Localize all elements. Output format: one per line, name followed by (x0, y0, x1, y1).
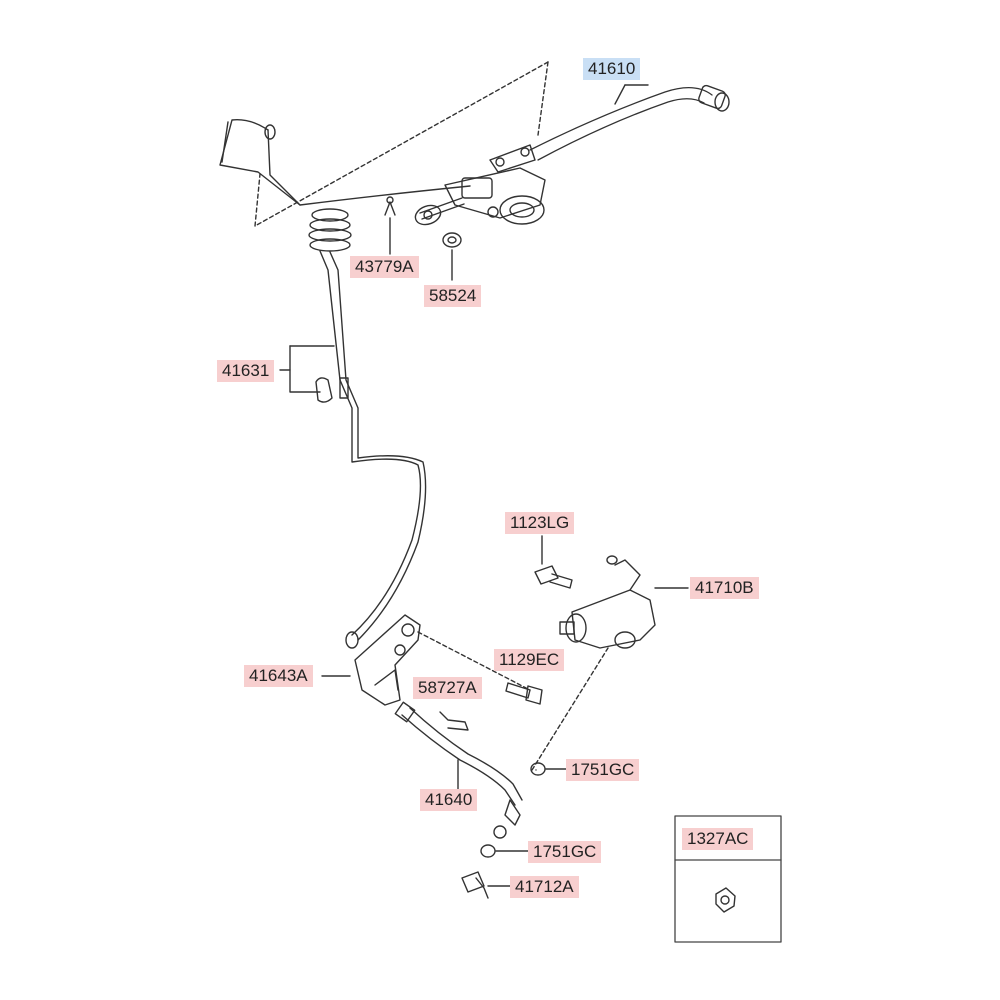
part-label-1751GC-lower[interactable]: 1751GC (528, 841, 602, 863)
bolt-1123LG (534, 535, 573, 589)
bolt-1129EC (417, 631, 543, 705)
master-cylinder (414, 144, 546, 226)
part-label-43779A[interactable]: 43779A (350, 256, 419, 278)
part-label-1123LG[interactable]: 1123LG (505, 512, 575, 534)
reservoir-hose (529, 84, 730, 161)
clip-58727A (439, 711, 469, 731)
clip-43779A (384, 196, 396, 255)
washer-58524 (442, 232, 462, 281)
part-label-41643A[interactable]: 41643A (244, 665, 313, 687)
release-cylinder (559, 555, 689, 649)
washer-1751GC-upper (530, 762, 567, 776)
part-label-58727A[interactable]: 58727A (413, 677, 482, 699)
part-label-1327AC[interactable]: 1327AC (682, 828, 754, 850)
part-label-41640[interactable]: 41640 (420, 789, 478, 811)
leader-lines (279, 345, 537, 771)
inset-box (674, 815, 782, 943)
clutch-hose-lower (394, 647, 609, 839)
pipe-clip (315, 377, 333, 403)
part-label-41710B[interactable]: 41710B (690, 577, 759, 599)
part-label-58524[interactable]: 58524 (424, 285, 482, 307)
assembly-outline (254, 61, 549, 227)
part-label-1751GC-upper[interactable]: 1751GC (566, 759, 640, 781)
part-label-41631[interactable]: 41631 (217, 360, 275, 382)
part-label-41712A[interactable]: 41712A (510, 876, 579, 898)
bolt-41712A (461, 871, 515, 899)
part-label-1129EC[interactable]: 1129EC (494, 649, 565, 671)
part-label-41610[interactable]: 41610 (583, 58, 641, 80)
clutch-pipe-upper (219, 119, 471, 649)
washer-1751GC-lower (480, 844, 529, 858)
bracket-41643A (321, 614, 421, 706)
